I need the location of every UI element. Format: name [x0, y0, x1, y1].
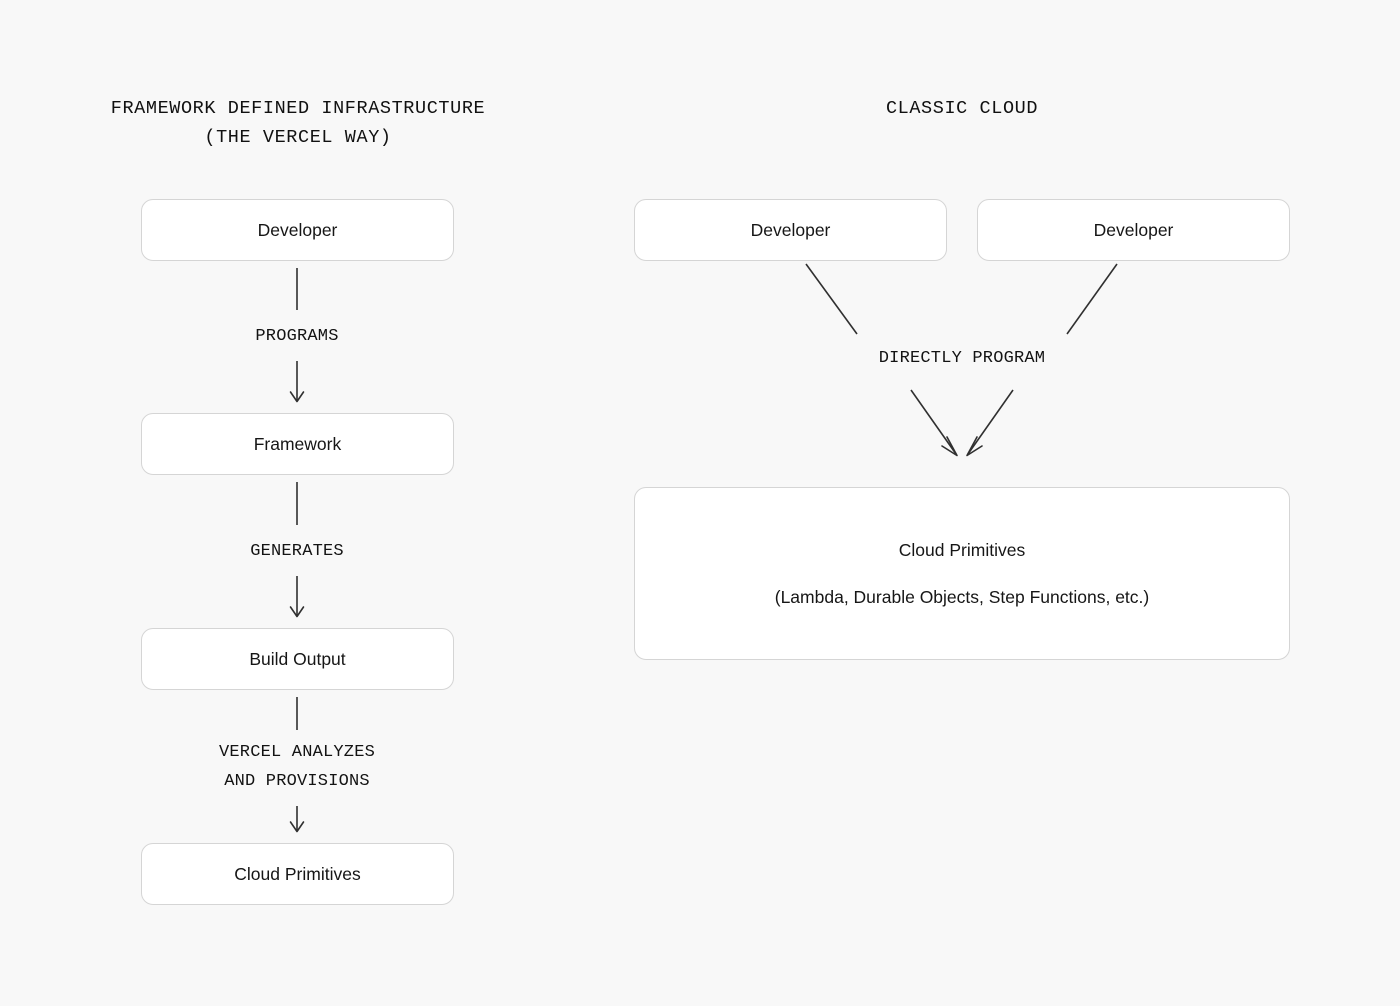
node-cloud-primitives-right-detail: (Lambda, Durable Objects, Step Functions…: [774, 586, 1150, 607]
connector-programs-framework-arrowhead: [289, 391, 305, 403]
node-cloud-primitives-left[interactable]: Cloud Primitives: [141, 843, 454, 905]
node-developer-right-b[interactable]: Developer: [977, 199, 1290, 261]
connector-label-to-cloud-right-arrowhead: [966, 436, 983, 457]
node-build-output[interactable]: Build Output: [141, 628, 454, 690]
edge-label-generates: GENERATES: [250, 542, 344, 561]
node-cloud-primitives-left-label: Cloud Primitives: [234, 863, 361, 884]
node-framework-label: Framework: [253, 433, 342, 454]
right-column-heading: CLASSIC CLOUD: [885, 98, 1039, 119]
connector-vercel-cloud-arrowhead: [289, 821, 305, 833]
node-cloud-primitives-right[interactable]: Cloud Primitives (Lambda, Durable Object…: [634, 487, 1290, 660]
edge-label-vercel-analyzes-and-provisions: VERCEL ANALYZES AND PROVISIONS: [218, 743, 376, 791]
node-cloud-primitives-right-title: Cloud Primitives: [898, 540, 1026, 560]
left-column-heading: FRAMEWORK DEFINED INFRASTRUCTURE (THE VE…: [110, 98, 486, 148]
edge-label-programs: PROGRAMS: [255, 327, 339, 346]
connector-label-to-cloud-left-arrowhead: [941, 436, 958, 457]
connector-label-to-cloud-left-shaft: [910, 389, 957, 455]
edge-label-directly-program: DIRECTLY PROGRAM: [878, 349, 1046, 368]
connector-developer-b-to-label: [1066, 263, 1118, 335]
node-developer-right-b-label: Developer: [1093, 219, 1174, 240]
node-developer-left-label: Developer: [257, 219, 338, 240]
connector-label-to-cloud-right-shaft: [967, 389, 1014, 455]
node-build-output-label: Build Output: [249, 648, 346, 669]
node-developer-right-a-label: Developer: [750, 219, 831, 240]
node-developer-right-a[interactable]: Developer: [634, 199, 947, 261]
connector-developer-a-to-label: [805, 263, 858, 335]
connector-generates-build-arrowhead: [289, 606, 305, 618]
node-framework[interactable]: Framework: [141, 413, 454, 475]
node-developer-left[interactable]: Developer: [141, 199, 454, 261]
